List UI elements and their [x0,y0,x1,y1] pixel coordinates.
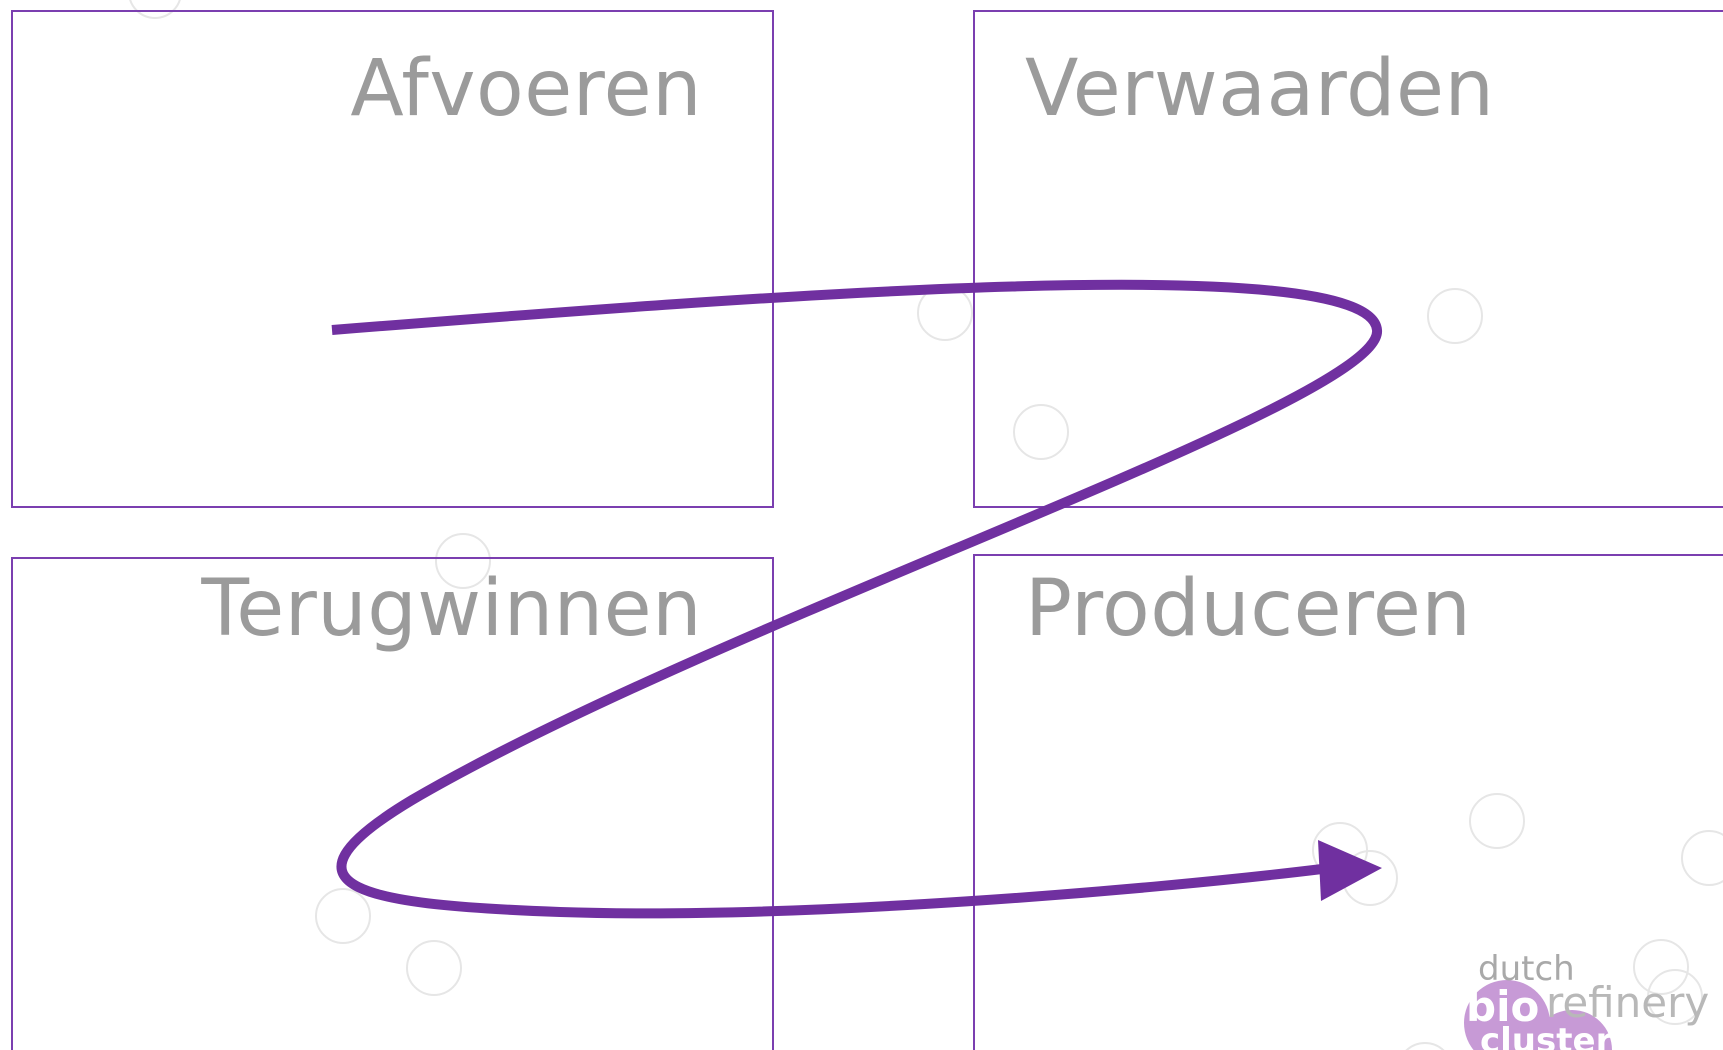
bubble [1681,830,1723,886]
quadrant-box-verwaarden [973,10,1723,508]
quadrant-label-produceren: Produceren [1025,564,1472,654]
logo-text-cluster: cluster [1480,1021,1613,1050]
bubble [1647,969,1703,1025]
bubble [406,940,462,996]
quadrant-label-afvoeren: Afvoeren [350,44,702,134]
logo-text-refinery: refinery [1546,978,1710,1027]
bubble [1427,288,1483,344]
quadrant-label-verwaarden: Verwaarden [1025,44,1495,134]
quadrant-label-terugwinnen: Terugwinnen [201,564,702,654]
quadrant-box-afvoeren [11,10,774,508]
quadrant-box-terugwinnen [11,557,774,1050]
bubble [1013,404,1069,460]
flow-curve [331,279,1382,919]
logo-text-bio: bio [1466,982,1540,1031]
quadrant-box-produceren [973,554,1723,1050]
logo-text-dutch: dutch [1478,952,1575,989]
bubble [1469,793,1525,849]
bubble [1633,939,1689,995]
bubble [1405,1042,1445,1050]
bubble [129,0,181,19]
dutch-biorefinery-cluster-logo: dutch bio refinery cluster [1462,952,1723,1050]
arrowhead-icon [1318,840,1382,901]
bubble [435,533,491,589]
bubble [315,888,371,944]
